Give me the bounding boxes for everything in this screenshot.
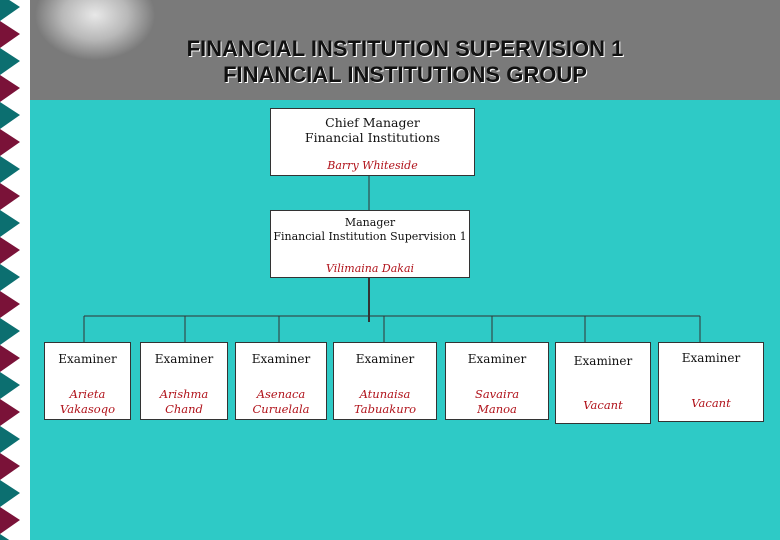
- examiner-box-5: Examiner Savaira Manoa: [445, 342, 549, 420]
- examiner-box-7: Examiner Vacant: [658, 342, 764, 422]
- examiner-name-line-1: Atunaisa: [359, 387, 411, 401]
- examiner-name-line-1: Vacant: [583, 398, 623, 412]
- examiner-box-1: Examiner Arieta Vakasoqo: [44, 342, 131, 420]
- examiner-name: Vacant: [659, 396, 763, 411]
- examiner-box-2: Examiner Arishma Chand: [140, 342, 228, 420]
- manager-box: Manager Financial Institution Supervisio…: [270, 210, 470, 278]
- examiner-name-line-2: Manoa: [477, 402, 517, 416]
- examiner-role: Examiner: [58, 352, 117, 366]
- examiner-name: Arishma Chand: [141, 387, 227, 417]
- chief-role-line-1: Chief Manager: [325, 115, 420, 130]
- coin-banner-image: [0, 0, 780, 100]
- examiner-name-line-2: Vakasoqo: [59, 402, 116, 416]
- examiner-role: Examiner: [467, 352, 527, 366]
- examiner-name-line-1: Arieta: [69, 387, 106, 401]
- examiner-name: Asenaca Curuelala: [236, 387, 326, 417]
- examiner-box-4: Examiner Atunaisa Tabuakuro: [333, 342, 437, 420]
- examiner-name-line-1: Savaira: [474, 387, 520, 401]
- chief-name: Barry Whiteside: [327, 159, 418, 172]
- examiner-name-line-2: Curuelala: [252, 402, 310, 416]
- examiner-name-line-1: Asenaca: [256, 387, 306, 401]
- examiner-role: Examiner: [251, 352, 311, 366]
- title-line-1: FINANCIAL INSTITUTION SUPERVISION 1: [186, 36, 624, 61]
- examiner-role: Examiner: [355, 352, 415, 366]
- examiner-name-line-2: Chand: [165, 402, 203, 416]
- examiner-name: Atunaisa Tabuakuro: [334, 387, 436, 417]
- manager-role-line-1: Manager: [344, 216, 396, 229]
- manager-role-line-2: Financial Institution Supervision 1: [273, 230, 467, 243]
- examiner-role: Examiner: [681, 351, 741, 365]
- page-title: FINANCIAL INSTITUTION SUPERVISION 1 FINA…: [30, 36, 780, 88]
- examiner-name: Vacant: [556, 398, 650, 413]
- chief-manager-box: Chief Manager Financial Institutions Bar…: [270, 108, 475, 176]
- chief-role-line-2: Financial Institutions: [304, 130, 441, 145]
- examiner-box-3: Examiner Asenaca Curuelala: [235, 342, 327, 420]
- examiner-name-line-2: Tabuakuro: [353, 402, 417, 416]
- examiner-role: Examiner: [573, 354, 633, 368]
- examiner-name-line-1: Arishma: [159, 387, 209, 401]
- examiner-name-line-1: Vacant: [691, 396, 731, 410]
- manager-name: Vilimaina Dakai: [325, 262, 415, 275]
- decorative-zigzag-strip: [0, 0, 30, 540]
- examiner-name: Savaira Manoa: [446, 387, 548, 417]
- title-line-2: FINANCIAL INSTITUTIONS GROUP: [223, 62, 587, 87]
- examiner-role: Examiner: [154, 352, 214, 366]
- examiner-box-6: Examiner Vacant: [555, 342, 651, 424]
- examiner-name: Arieta Vakasoqo: [45, 387, 130, 417]
